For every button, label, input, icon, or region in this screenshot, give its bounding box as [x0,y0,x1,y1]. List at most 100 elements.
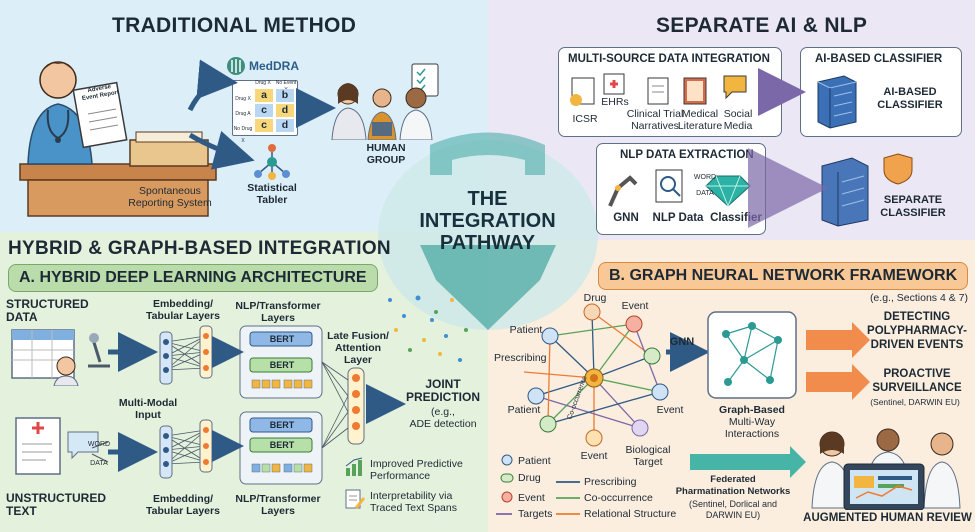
separate-server-icon [821,153,913,227]
nlp-item-gnn: GNN [613,212,639,224]
joint-line1: JOINT [425,377,461,391]
ai-label-line2: CLASSIFIER [877,99,943,111]
structured-data-icon [11,329,110,386]
nlp-line1: NLP/Transformer [235,300,321,312]
node-event-1: Event [621,300,649,312]
unstructured-line1: UNSTRUCTURED [6,491,106,505]
hybrid-word: WORD [87,441,111,448]
cell-c2: c [255,119,273,132]
node-bio-line2: Target [633,456,663,468]
multimodal-line2: Input [135,409,161,421]
group-line2: GROUP [366,154,406,166]
cell-a1: a [255,89,273,102]
detect-line3: DRIVEN EVENTS [870,339,964,351]
proactive-line2: SURVEILLANCE [872,382,962,394]
cell-d1: d [276,104,294,117]
hybrid-subtitle: A. HYBRID DEEP LEARNING ARCHITECTURE [8,264,378,292]
legend-patient: Patient [518,455,551,467]
unstructured-text-icon [15,417,109,475]
augmented-label: AUGMENTED HUMAN REVIEW [803,512,972,524]
embedding-line1: Embedding/ [152,298,214,310]
source-3-line2: Narratives [631,120,679,132]
cell-d2: d [276,119,294,132]
center-line2: INTEGRATION [419,210,556,232]
tabler-line2: Tabler [256,194,288,206]
fusion-line3: Layer [343,354,373,366]
source-2: EHRs [601,96,629,108]
fed-line1: Federated [710,474,756,485]
source-5-line2: Media [723,120,753,132]
joint-line3: (e.g., [431,406,455,418]
sep-line2: CLASSIFIER [880,207,946,219]
hybrid-title: HYBRID & GRAPH-BASED INTEGRATION [8,238,391,259]
server-icon [817,75,857,129]
cell-b1: b [276,89,294,102]
system-line2: Reporting System [128,197,212,209]
fed-line4: DARWIN EU) [705,510,761,520]
joint-line4: ADE detection [409,418,477,430]
detect-line1: DETECTING [883,311,951,323]
network-tabler-icon [254,144,290,180]
nlp-data: DATA [696,190,714,197]
separate-title: SEPARATE AI & NLP [656,14,868,37]
fusion-line2: Attention [334,342,382,354]
benefit2-line1: Interpretability via [370,490,453,502]
legend-relational: Relational Structure [584,508,677,520]
cell-c1: c [255,104,273,117]
nlp-item-data: NLP Data [652,212,704,224]
document-pencil-icon [345,489,366,509]
graph-line1: Graph-Based [719,404,785,416]
detect-line2: POLYPHARMACY- [867,325,967,337]
ai-classifier-title: AI-BASED CLASSIFIER [815,53,943,65]
node-drug: Drug [583,292,607,304]
embedding-line2: Tabular Layers [146,310,220,322]
proactive-line1: PROACTIVE [883,368,951,380]
node-patient-2: Patient [507,404,541,416]
node-event-3: Event [580,450,608,462]
structured-line2: DATA [6,310,38,324]
embedding2-line1: Embedding/ [152,493,214,505]
hybrid-data: DATA [90,460,108,467]
nlp2-line1: NLP/Transformer [235,493,321,505]
nlp2-line2: Layers [261,505,295,517]
table-header-1: Drug X [255,80,271,86]
benefit1-line1: Improved Predictive [370,458,463,470]
nurse-desk-illustration [19,61,217,217]
bert-2: BERT [269,360,295,370]
center-title: THE INTEGRATION PATHWAY [395,188,580,254]
bert-3: BERT [269,420,295,430]
sep-line1: SEPARATE [883,194,943,206]
bar-chart-icon [345,457,363,476]
node-bio-line1: Biological [625,444,671,456]
human-group-illustration [331,63,439,140]
legend-drug: Drug [518,472,541,484]
gnn-label: GNN [669,336,695,348]
tabler-line1: Statistical [247,182,297,194]
legend-prescribing: Prescribing [584,476,637,488]
legend-event: Event [518,492,545,504]
center-line1: THE [467,188,508,210]
source-1: ICSR [572,113,598,125]
benefit1-line2: Performance [370,470,431,482]
gnn-subtitle: B. GRAPH NEURAL NETWORK FRAMEWORK [598,262,969,290]
node-prescribing: Prescribing [494,352,547,364]
meddra-label: MedDRA [249,59,299,73]
unstructured-line2: TEXT [6,504,37,518]
system-line1: Spontaneous [139,185,201,197]
nlp-line2: Layers [261,312,295,324]
bert-4: BERT [269,440,295,450]
source-5-line1: Social [723,108,753,120]
table-row-label-1: Drug X [235,96,251,102]
fed-line3: (Sentinel, Dorlical and [688,499,778,509]
source-4-line1: Medical [681,108,719,120]
nlp-icons [608,169,751,208]
center-line3: PATHWAY [439,232,536,254]
node-patient-1: Patient [509,324,543,336]
msdi-title: MULTI-SOURCE DATA INTEGRATION [568,53,770,65]
graph-line3: Interactions [724,428,780,440]
bert-1: BERT [269,334,295,344]
node-event-2: Event [656,404,684,416]
